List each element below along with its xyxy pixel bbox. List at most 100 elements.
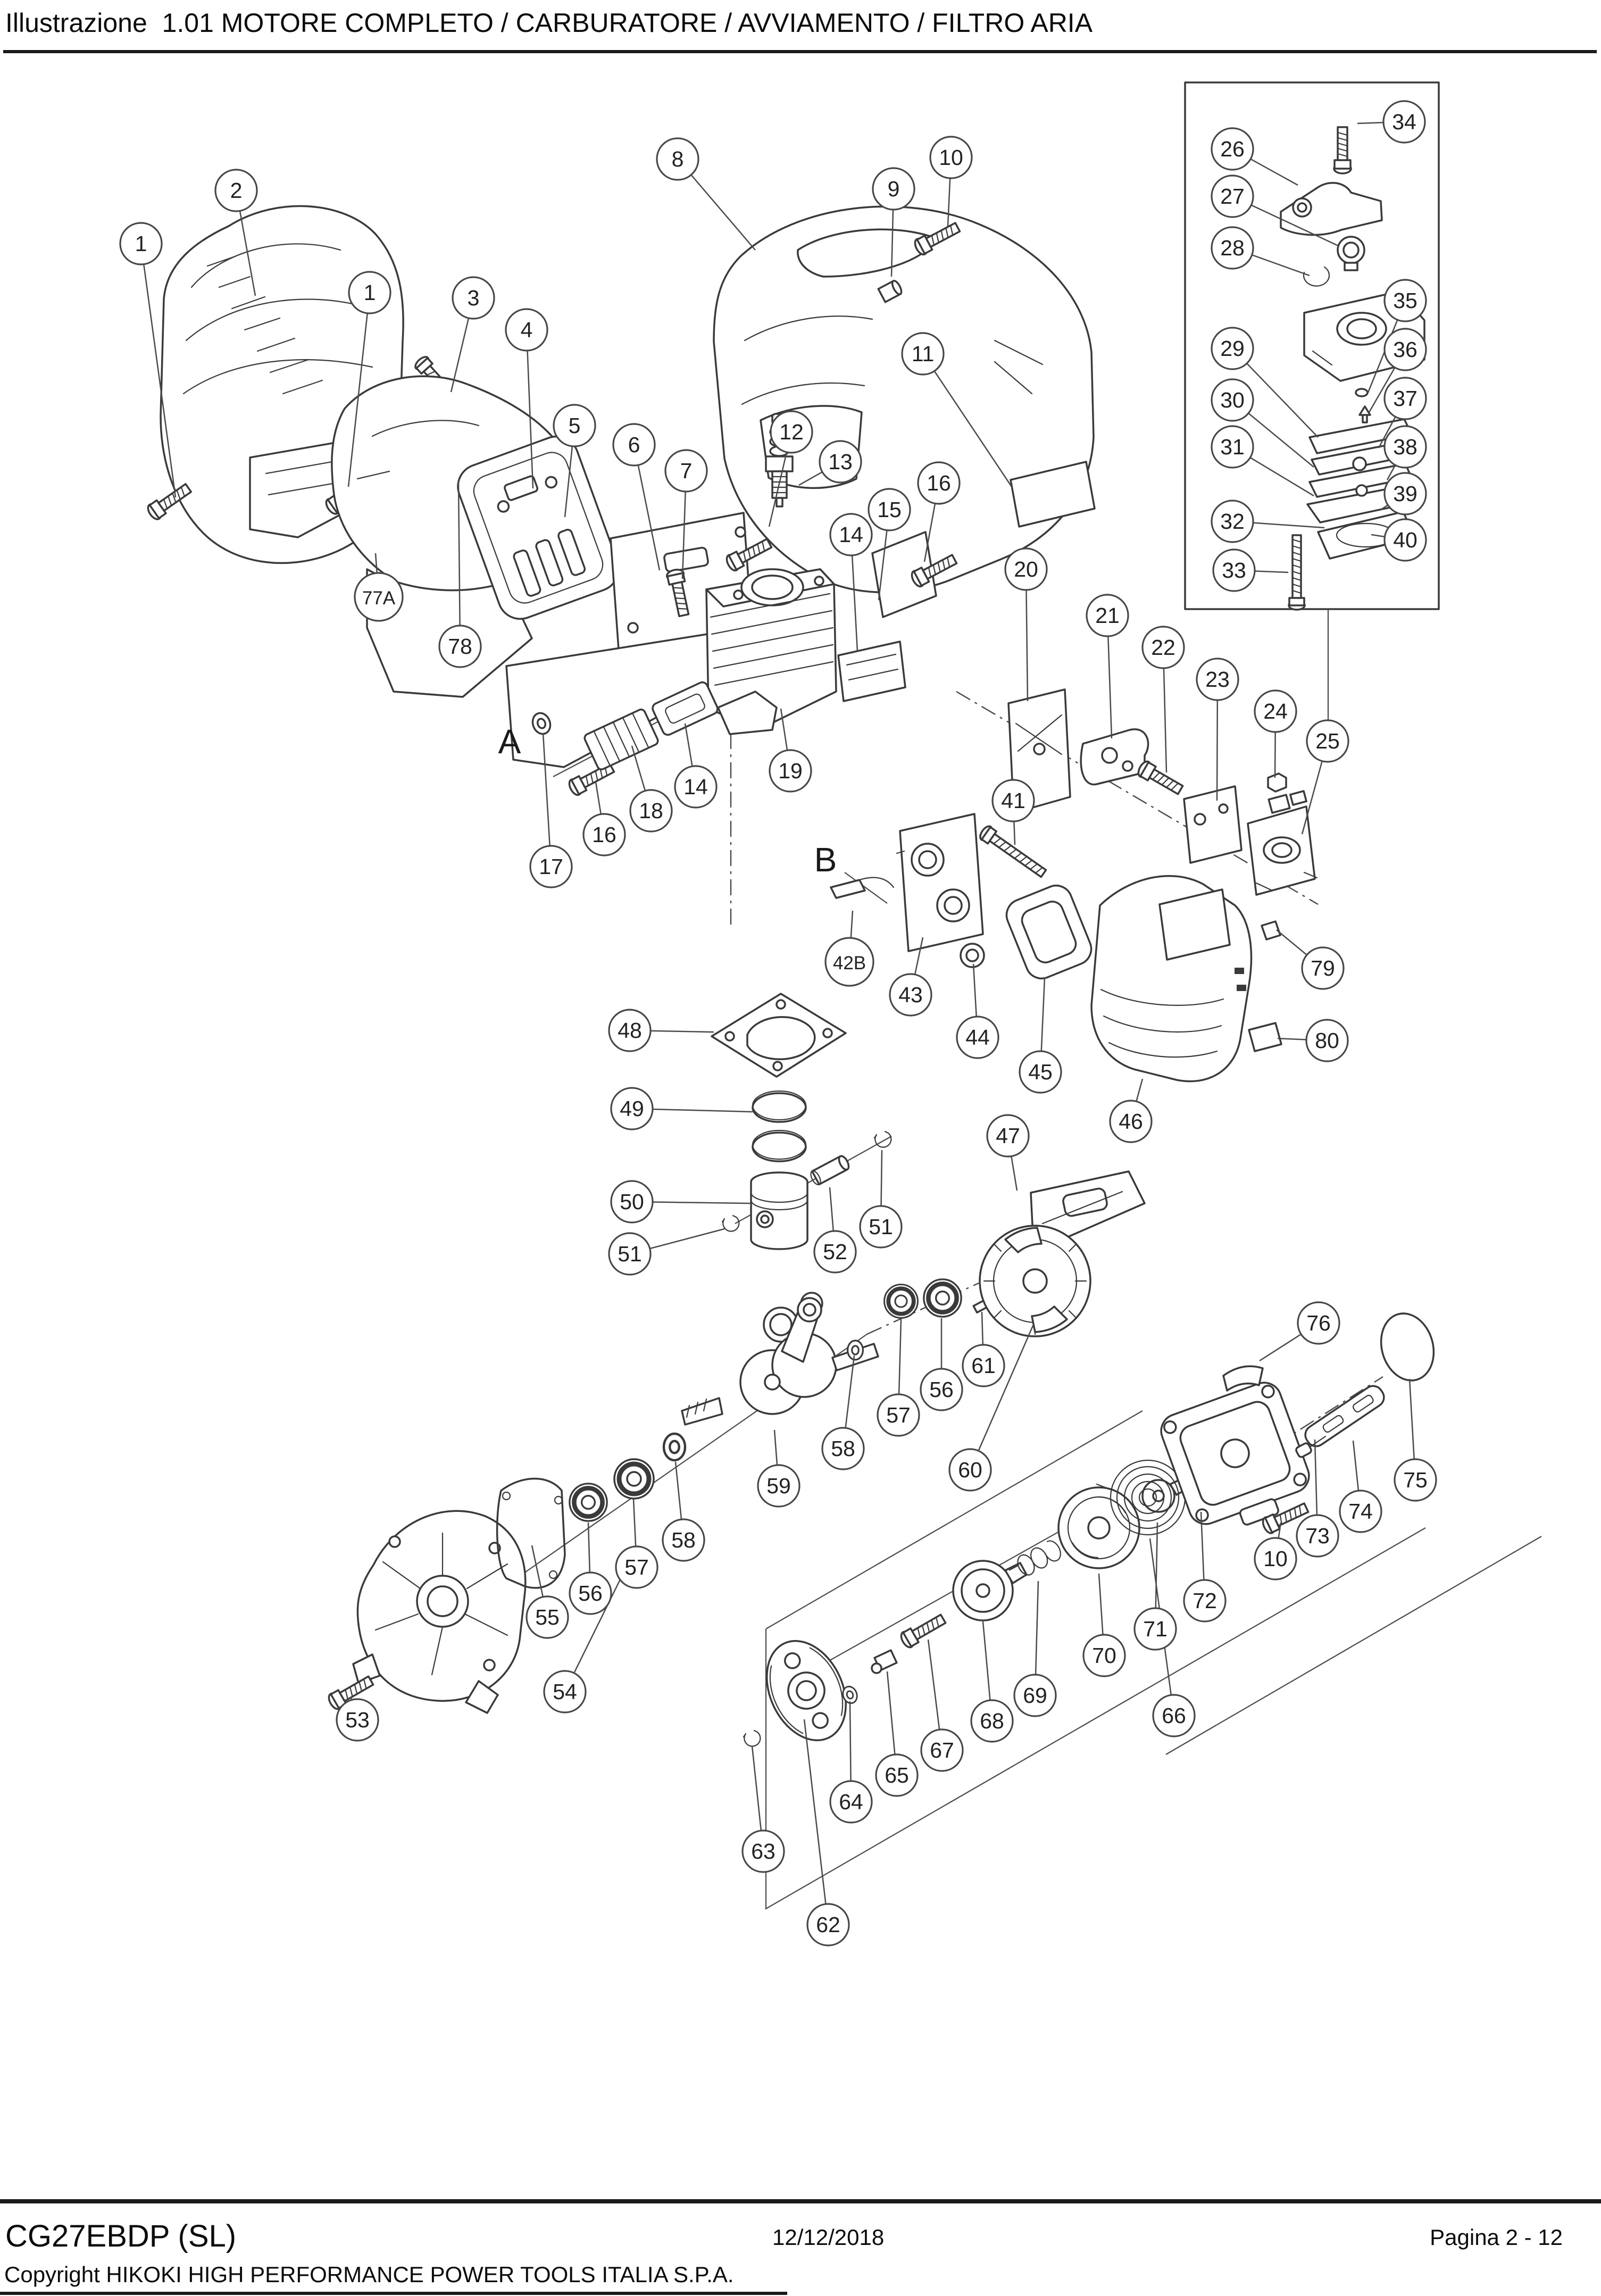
svg-text:27: 27 (1220, 184, 1245, 209)
intake-clamp-14-15-16 (837, 551, 960, 702)
muffler-5 (457, 435, 620, 620)
callout-6: 6 (612, 423, 656, 467)
leader-line-20 (1025, 569, 1029, 702)
callout-59: 59 (757, 1464, 800, 1508)
svg-text:80: 80 (1315, 1028, 1339, 1053)
svg-text:13: 13 (828, 450, 853, 474)
callout-73: 73 (1296, 1514, 1339, 1558)
starter-housing-73 (1160, 1382, 1310, 1526)
callout-10: 10 (1254, 1537, 1297, 1580)
callout-22: 22 (1141, 626, 1185, 669)
svg-text:16: 16 (592, 822, 616, 847)
cylinder-19 (705, 568, 837, 735)
cylinder-gasket-48 (711, 993, 847, 1078)
callout-31: 31 (1211, 425, 1254, 469)
callout-42B: 42B (824, 937, 874, 987)
svg-text:36: 36 (1393, 337, 1417, 362)
svg-text:77A: 77A (362, 588, 396, 609)
callout-14: 14 (674, 765, 718, 809)
callout-35: 35 (1383, 279, 1427, 322)
ignition-coil-43 (896, 813, 988, 952)
svg-text:38: 38 (1393, 435, 1417, 459)
copyright-line: Copyright HIKOKI HIGH PERFORMANCE POWER … (4, 2262, 734, 2287)
callout-28: 28 (1211, 226, 1254, 270)
callout-66: 66 (1152, 1694, 1196, 1737)
revision-date: 12/12/2018 (772, 2225, 885, 2250)
callout-12: 12 (770, 410, 813, 454)
clutch-carrier-62 (765, 1640, 847, 1742)
callout-72: 72 (1183, 1579, 1227, 1623)
callout-48: 48 (608, 1009, 652, 1052)
callout-75: 75 (1394, 1458, 1437, 1502)
callout-40: 40 (1383, 518, 1427, 562)
washer-35 (1355, 388, 1369, 397)
callout-11: 11 (901, 332, 945, 376)
nut-24 (1267, 772, 1287, 793)
bearing-57 (614, 1459, 654, 1499)
carburetor-25 (1247, 790, 1318, 896)
svg-text:10: 10 (1263, 1546, 1288, 1571)
callout-57: 57 (877, 1393, 920, 1437)
svg-text:54: 54 (553, 1679, 577, 1704)
callout-71: 71 (1133, 1607, 1177, 1651)
svg-text:25: 25 (1315, 729, 1340, 753)
callout-80: 80 (1305, 1019, 1349, 1062)
leader-line-1 (347, 292, 371, 487)
callout-26: 26 (1211, 127, 1254, 171)
callout-18: 18 (629, 789, 673, 833)
svg-text:3: 3 (468, 286, 480, 310)
svg-text:76: 76 (1306, 1311, 1331, 1335)
svg-text:69: 69 (1023, 1683, 1047, 1708)
label-plate-11 (1010, 461, 1096, 528)
callout-69: 69 (1013, 1674, 1057, 1717)
svg-text:55: 55 (535, 1605, 560, 1629)
leader-line-78 (457, 481, 461, 647)
callout-2: 2 (214, 169, 258, 212)
callout-8: 8 (656, 137, 699, 181)
label-76 (1222, 1365, 1264, 1392)
callout-1: 1 (348, 271, 391, 314)
callout-60: 60 (948, 1448, 992, 1492)
svg-text:49: 49 (620, 1096, 644, 1121)
callout-68: 68 (970, 1699, 1014, 1743)
svg-text:15: 15 (877, 497, 902, 522)
flywheel-60 (979, 1225, 1091, 1337)
svg-text:33: 33 (1222, 558, 1246, 583)
svg-text:46: 46 (1119, 1109, 1143, 1134)
callout-79: 79 (1301, 946, 1345, 990)
leader-line-4 (526, 329, 534, 489)
filter-gasket-45 (1005, 885, 1093, 979)
callout-10: 10 (929, 136, 973, 179)
svg-text:8: 8 (672, 147, 684, 171)
callout-21: 21 (1086, 594, 1129, 637)
svg-text:57: 57 (886, 1403, 911, 1427)
callout-57: 57 (615, 1545, 658, 1589)
svg-text:57: 57 (624, 1555, 649, 1579)
svg-text:53: 53 (345, 1708, 370, 1732)
callout-58: 58 (662, 1518, 705, 1562)
svg-text:22: 22 (1151, 635, 1175, 660)
callout-32: 32 (1211, 500, 1254, 543)
footer-rule (0, 2199, 1601, 2203)
callout-36: 36 (1383, 328, 1427, 371)
svg-text:65: 65 (885, 1763, 909, 1787)
svg-text:39: 39 (1393, 481, 1417, 506)
svg-text:70: 70 (1092, 1643, 1116, 1668)
svg-text:26: 26 (1220, 137, 1245, 161)
callout-53: 53 (336, 1698, 379, 1742)
crankshaft-59 (681, 1292, 879, 1426)
circlip-63 (743, 1729, 761, 1747)
callout-56: 56 (920, 1368, 963, 1411)
svg-text:47: 47 (996, 1124, 1020, 1148)
svg-text:7: 7 (680, 459, 693, 483)
gasket-14-lower (652, 681, 719, 736)
svg-text:78: 78 (448, 634, 472, 659)
callout-23: 23 (1196, 658, 1239, 701)
piston-50 (750, 1171, 808, 1250)
svg-text:40: 40 (1393, 528, 1417, 552)
svg-text:6: 6 (628, 432, 640, 457)
svg-text:2: 2 (230, 178, 243, 203)
callout-1: 1 (119, 222, 163, 265)
crankcase-54 (352, 1510, 527, 1714)
